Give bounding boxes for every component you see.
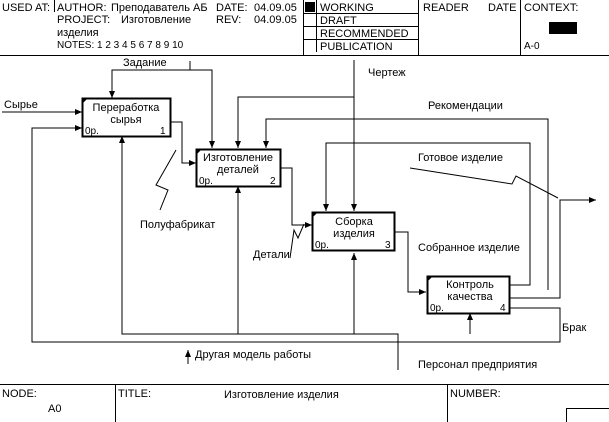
- label-recommendations: Рекомендации: [428, 100, 503, 112]
- number-label: NUMBER:: [450, 388, 501, 400]
- diagram-header: USED AT: AUTHOR: Преподаватель АБ DATE: …: [0, 0, 609, 56]
- box-4-cost: 0р.: [430, 303, 444, 314]
- box-1-label-2: сырья: [110, 114, 141, 126]
- box-4-number: 4: [500, 303, 506, 314]
- box-3-label-2: изделия: [333, 228, 375, 240]
- arrow-staff: [119, 136, 399, 370]
- date-value: 04.09.05: [254, 2, 297, 14]
- label-task: Задание: [123, 57, 167, 69]
- box-2-label-1: Изготовление: [203, 152, 273, 164]
- arrow-feedback: [323, 142, 531, 286]
- activity-box-2[interactable]: Изготовление деталей 0р. 2: [195, 148, 282, 188]
- context-label: CONTEXT:: [524, 2, 579, 14]
- label-semi-product: Полуфабрикат: [140, 219, 215, 231]
- arrow-assembled: [394, 231, 426, 295]
- box-4-label-1: Контроль: [446, 279, 494, 291]
- node-value: A0: [48, 403, 62, 415]
- label-finished-product: Готовое изделие: [418, 152, 503, 164]
- box-3-number: 3: [385, 240, 391, 251]
- finished-product-leader: [409, 167, 559, 199]
- box-4-label-2: качества: [447, 291, 493, 303]
- header-frame: [0, 0, 609, 56]
- details-leader: [289, 223, 305, 259]
- node-label: NODE:: [2, 388, 37, 400]
- working-status-marker: [305, 2, 315, 12]
- activity-box-4[interactable]: Контроль качества 0р. 4: [426, 275, 511, 315]
- box-2-label-2: деталей: [217, 164, 259, 176]
- diagram-footer: NODE: A0 TITLE: Изготовление изделия NUM…: [0, 384, 609, 422]
- box-1-number: 1: [160, 126, 166, 137]
- rev-label: REV:: [216, 14, 242, 26]
- title-label: TITLE:: [118, 388, 152, 400]
- date-label: DATE:: [216, 2, 248, 14]
- status-publication: PUBLICATION: [320, 41, 393, 53]
- label-staff: Персонал предприятия: [418, 359, 537, 371]
- footer-frame: [0, 384, 609, 422]
- label-assembled: Собранное изделие: [418, 242, 520, 254]
- box-3-cost: 0р.: [315, 240, 329, 251]
- rev-value: 04.09.05: [254, 14, 297, 26]
- box-2-number: 2: [270, 176, 276, 187]
- arrow-finished-product: [510, 197, 596, 299]
- box-1-label-1: Переработка: [93, 102, 161, 114]
- arrow-task: [189, 61, 212, 148]
- arrow-recommendations: [263, 118, 549, 290]
- activity-box-1[interactable]: Переработка сырья 0р. 1: [81, 97, 172, 138]
- label-raw: Сырье: [4, 99, 38, 111]
- arrow-task-branch: [109, 69, 190, 98]
- box-2-cost: 0р.: [199, 176, 213, 187]
- project-label: PROJECT:: [57, 14, 111, 26]
- label-drawing: Чертеж: [368, 67, 406, 79]
- context-node: A-0: [524, 41, 540, 52]
- project-value-cont: изделия: [57, 27, 99, 39]
- arrow-semi-product: [170, 121, 196, 166]
- notes-line: NOTES: 1 2 3 4 5 6 7 8 9 10: [57, 40, 184, 51]
- arrow-defect: [31, 125, 561, 343]
- author-value: Преподаватель АБ: [111, 2, 208, 14]
- status-recommended: RECOMMENDED: [320, 28, 409, 40]
- used-at-label: USED AT:: [2, 2, 51, 14]
- arrow-details: [280, 167, 312, 228]
- label-other-model: Другая модель работы: [195, 349, 311, 361]
- box-3-label-1: Сборка: [335, 216, 374, 228]
- idef0-diagram: Переработка сырья 0р. 1 Изготовление дет…: [2, 57, 596, 371]
- reader-label: READER: [423, 2, 469, 14]
- status-working: WORKING: [320, 2, 374, 14]
- activity-box-3[interactable]: Сборка изделия 0р. 3: [311, 211, 396, 252]
- box-1-cost: 0р.: [85, 126, 99, 137]
- label-details: Детали: [253, 249, 290, 261]
- diagram-title: Изготовление изделия: [224, 389, 339, 401]
- context-thumbnail: [549, 22, 577, 34]
- semi-product-leader: [155, 149, 177, 211]
- label-defect: Брак: [562, 322, 586, 334]
- project-value: Изготовление: [121, 14, 192, 26]
- author-label: AUTHOR:: [57, 2, 107, 14]
- reader-date-label: DATE: [488, 2, 517, 14]
- arrow-drawing: [235, 60, 355, 148]
- status-draft: DRAFT: [320, 15, 357, 27]
